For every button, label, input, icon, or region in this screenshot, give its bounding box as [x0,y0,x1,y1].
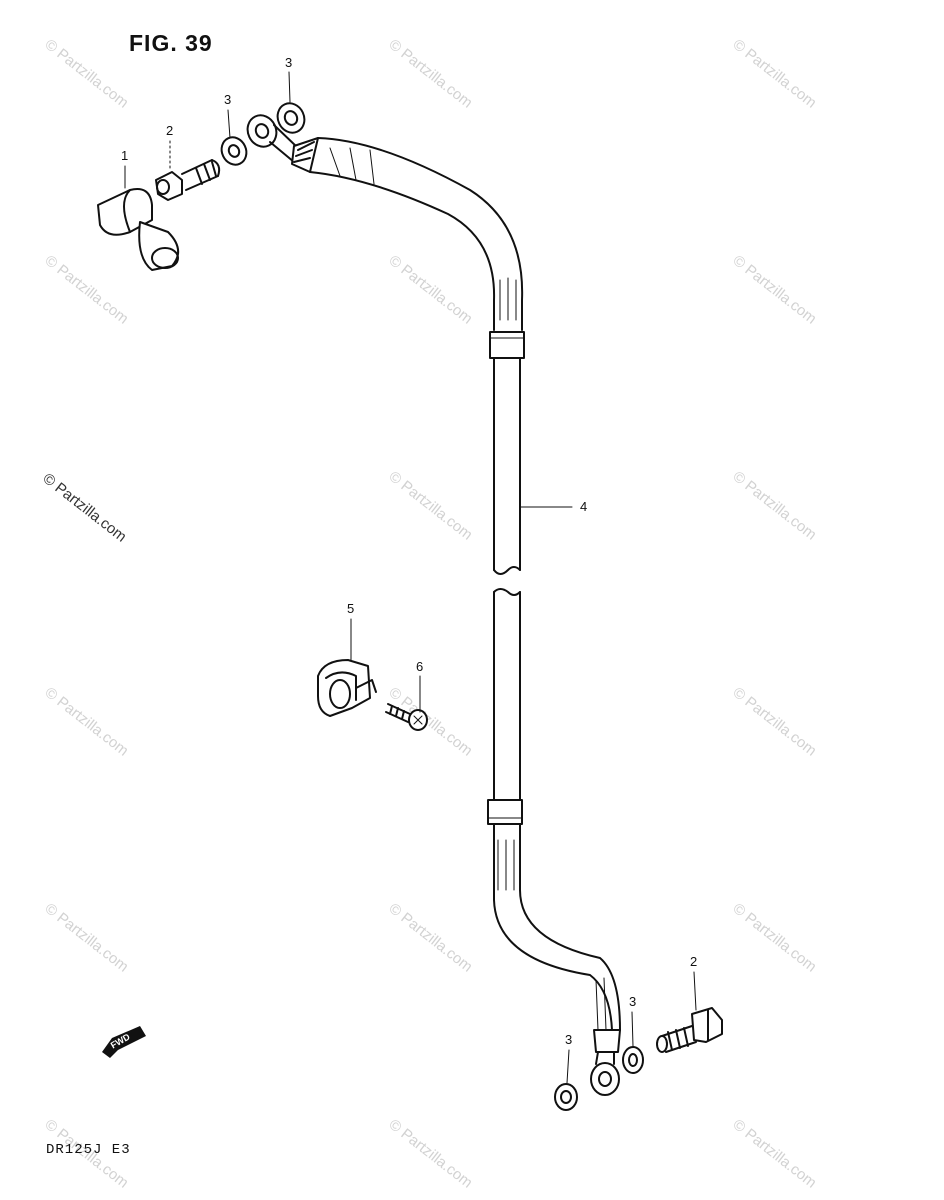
callout-3-b: 3 [285,55,293,70]
leader-line-3-c [631,1011,634,1047]
callout-5: 5 [347,601,355,616]
part-3-washer-hole [560,1090,572,1104]
part-3-washer-hole [227,144,241,158]
callout-1: 1 [121,148,129,163]
fwd-arrow-icon [102,1026,146,1058]
leader-line-3-b [288,71,291,103]
part-2-union-bolt-bottom [656,1007,723,1053]
leader-line-2-bottom [693,971,697,1011]
callout-6: 6 [416,659,424,674]
part-3-washer-hole [628,1053,638,1067]
callout-2-bottom: 2 [690,954,698,969]
part-3-washer [220,136,248,166]
part-3-washer [276,102,306,134]
callout-2-top: 2 [166,123,174,138]
model-code: DR125J E3 [46,1142,131,1158]
part-4-brake-hose [246,114,621,1096]
part-3-washer-hole [283,110,299,126]
callout-3-a: 3 [224,92,232,107]
leader-line-3-a [227,109,231,139]
callout-3-d: 3 [565,1032,573,1047]
callout-3-c: 3 [629,994,637,1009]
callout-4: 4 [580,499,588,514]
part-1-boot [97,188,179,271]
part-5-clamp [317,659,377,717]
part-2-union-bolt-top [155,159,221,201]
part-6-screw [385,703,428,731]
leader-line-3-d [566,1049,570,1084]
part-3-washer [554,1083,578,1111]
figure-title: FIG. 39 [129,30,213,56]
part-3-washer [622,1046,644,1074]
